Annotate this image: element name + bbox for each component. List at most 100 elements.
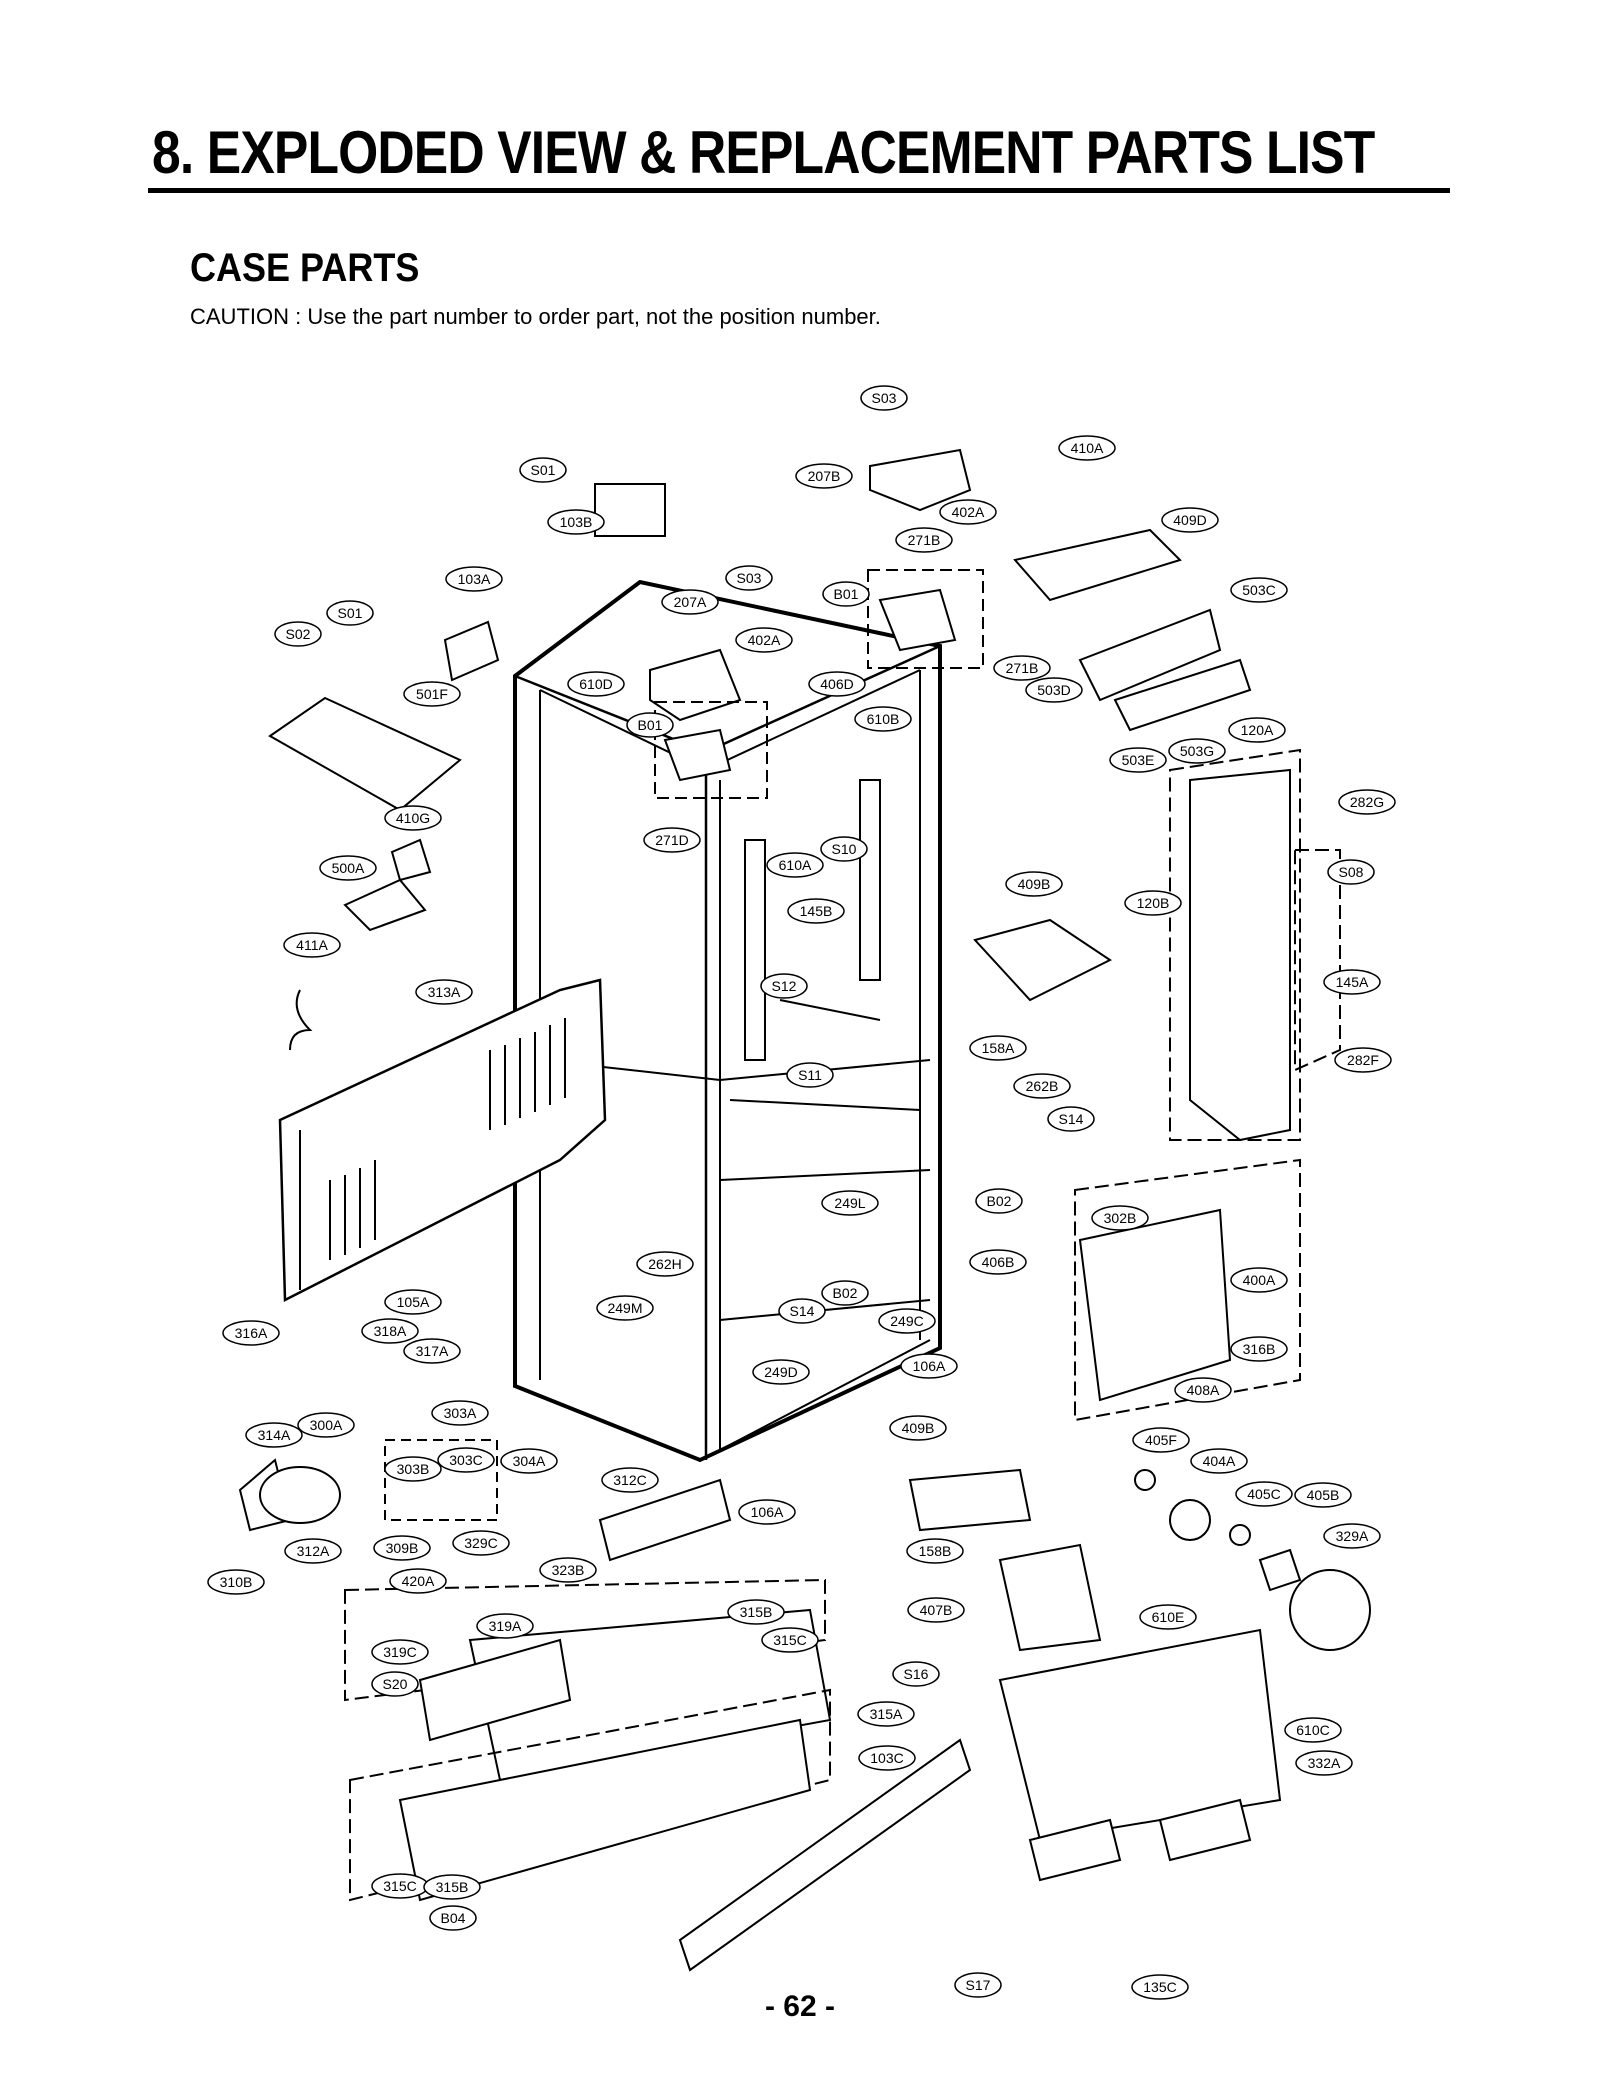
callout-label: S03 (860, 385, 908, 411)
callout-oval (222, 1320, 280, 1346)
callout-label: 300A (297, 1412, 355, 1438)
callout-text: S11 (798, 1067, 822, 1083)
callout-oval (900, 1353, 958, 1379)
callout-label: S17 (954, 1972, 1002, 1998)
callout-oval (738, 1499, 796, 1525)
callout-label: 303B (384, 1456, 442, 1482)
back-panel (278, 978, 607, 1303)
callout-label: S16 (892, 1661, 940, 1687)
callout-oval (373, 1535, 431, 1561)
callout-text: 316B (1243, 1341, 1276, 1357)
callout-text: 315C (383, 1878, 416, 1894)
callout-oval (384, 1456, 442, 1482)
callout-oval (476, 1613, 534, 1639)
callout-oval (1294, 1482, 1352, 1508)
callout-oval (297, 1412, 355, 1438)
callout-text: 106A (751, 1504, 784, 1520)
callout-label: 329A (1323, 1523, 1381, 1549)
callout-text: 404A (1203, 1453, 1236, 1469)
callout-oval (857, 1701, 915, 1727)
callout-oval (1228, 717, 1286, 743)
callout-label: 400A (1230, 1267, 1288, 1293)
callout-text: 314A (258, 1427, 291, 1443)
callout-label: 282G (1338, 789, 1396, 815)
callout-label: 249M (596, 1295, 654, 1321)
section-title: CASE PARTS (190, 246, 420, 290)
lower-parts (238, 1439, 1371, 1972)
callout-text: 303C (449, 1452, 482, 1468)
callout-oval (969, 1249, 1027, 1275)
callout-text: 158A (982, 1040, 1015, 1056)
callout-oval (808, 671, 866, 697)
callout-text: S01 (338, 605, 363, 621)
callout-text: 402A (952, 504, 985, 520)
callout-oval (787, 898, 845, 924)
callout-oval (725, 565, 773, 591)
callout-oval (445, 566, 503, 592)
callout-oval (821, 1280, 869, 1306)
callout-oval (820, 836, 868, 862)
callout-text: 610E (1152, 1609, 1185, 1625)
callout-oval (429, 1905, 477, 1931)
callout-oval (661, 589, 719, 615)
callout-label: S10 (820, 836, 868, 862)
callout-label: 503E (1109, 747, 1167, 773)
callout-label: 329C (452, 1530, 510, 1556)
callout-label: 315A (857, 1701, 915, 1727)
callout-text: 409B (1018, 876, 1051, 892)
callout-text: S03 (737, 570, 762, 586)
callout-oval (1235, 1481, 1293, 1507)
callout-text: 315A (870, 1706, 903, 1722)
callout-text: 145B (800, 903, 833, 919)
callout-text: 302B (1104, 1210, 1137, 1226)
callout-oval (500, 1448, 558, 1474)
callout-text: S14 (1059, 1111, 1084, 1127)
callout-oval (1005, 871, 1063, 897)
callout-oval (319, 855, 377, 881)
callout-label: 271D (643, 827, 701, 853)
callout-label: 332A (1295, 1750, 1353, 1776)
callout-oval (752, 1359, 810, 1385)
callout-text: B02 (833, 1285, 858, 1301)
callout-oval (283, 932, 341, 958)
callout-text: 408A (1187, 1382, 1220, 1398)
callout-label: S12 (760, 973, 808, 999)
callout-oval (361, 1318, 419, 1344)
callout-oval (274, 621, 322, 647)
callout-oval (1230, 1336, 1288, 1362)
callout-text: 402A (748, 632, 781, 648)
callout-text: 304A (513, 1453, 546, 1469)
callout-oval (423, 1874, 481, 1900)
callout-text: 282G (1350, 794, 1384, 810)
upper-hinge-group (594, 448, 984, 799)
callout-label: 282F (1334, 1047, 1392, 1073)
callout-oval (1091, 1205, 1149, 1231)
callout-oval (1013, 1073, 1071, 1099)
callout-label: 313A (415, 979, 473, 1005)
callout-label: B04 (429, 1905, 477, 1931)
callout-label: 411A (283, 932, 341, 958)
callout-text: 317A (416, 1343, 449, 1359)
callout-label: 249L (821, 1190, 879, 1216)
callout-text: 282F (1347, 1052, 1379, 1068)
callout-label: 304A (500, 1448, 558, 1474)
callout-oval (786, 1062, 834, 1088)
callout-text: 319A (489, 1618, 522, 1634)
callout-text: 329A (1336, 1528, 1369, 1544)
callout-text: 313A (428, 984, 461, 1000)
callout-oval (415, 979, 473, 1005)
callout-label: 303A (431, 1400, 489, 1426)
callout-oval (1139, 1604, 1197, 1630)
callout-label: 501F (403, 681, 461, 707)
callout-oval (403, 681, 461, 707)
callout-label: 610E (1139, 1604, 1197, 1630)
callout-text: 411A (296, 937, 328, 953)
callout-text: 503G (1180, 743, 1214, 759)
callout-text: 610B (867, 711, 900, 727)
callout-label: S14 (778, 1298, 826, 1324)
callout-label: 323B (539, 1557, 597, 1583)
callout-label: 271B (895, 527, 953, 553)
callout-oval (245, 1422, 303, 1448)
callout-oval (906, 1538, 964, 1564)
callout-text: 249M (607, 1300, 642, 1316)
